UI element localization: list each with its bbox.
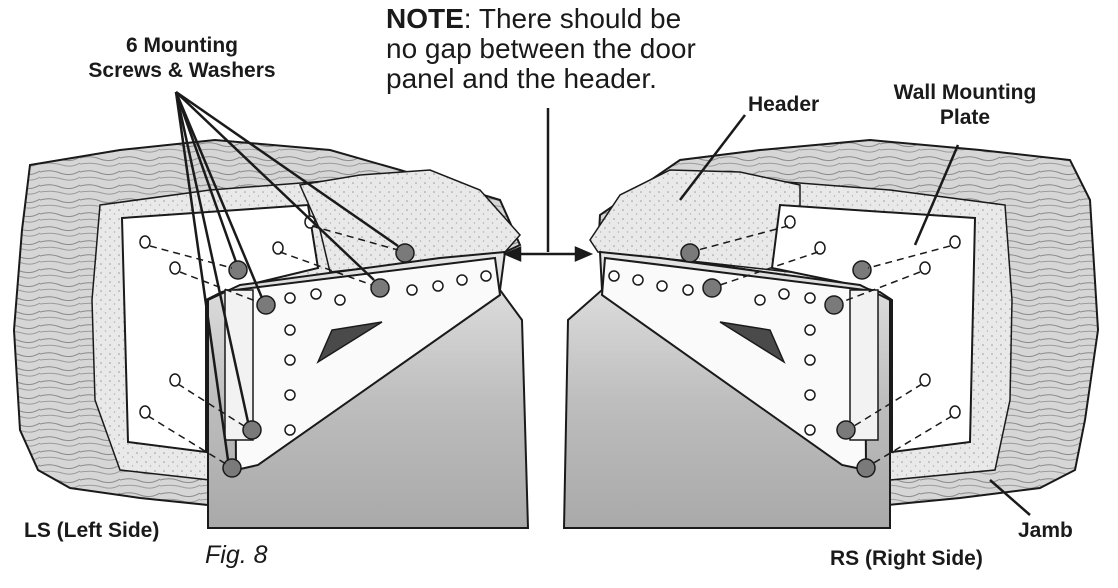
left-screws [222,243,415,478]
right-vertical-channel [849,289,879,441]
note-line-1-rest: : There should be [463,3,682,34]
jamb-leader [989,479,1031,516]
right-plate-holes [784,215,961,419]
note-text: NOTE: There should be no gap between the… [386,4,696,94]
figure-caption: Fig. 8 [205,541,268,569]
screws-label: 6 Mounting Screws & Washers [74,33,290,83]
note-line-3: panel and the header. [386,63,657,94]
header-leader [679,114,746,201]
note-line-2: no gap between the door [386,33,696,64]
left-plate-holes [139,215,316,419]
right-alignment-lines [697,225,953,465]
right-bracket-cutout [719,321,786,364]
left-side-label: LS (Left Side) [24,519,160,542]
right-side-assembly [562,138,1100,529]
label-leader-lines [679,114,1031,516]
left-side-assembly [12,90,530,529]
note-line-1: NOTE: There should be [386,4,696,34]
right-screws [680,243,876,478]
left-vertical-channel [224,289,254,441]
right-bracket-rivets [608,270,816,436]
note-keyword: NOTE [386,3,464,34]
header-label: Header [748,93,820,116]
wall-plate-leader [913,144,960,246]
wall-mounting-plate-label: Wall Mounting Plate [880,80,1050,130]
jamb-label: Jamb [1018,519,1073,542]
screws-label-line-2: Screws & Washers [88,59,276,82]
screws-label-line-1: 6 Mounting [126,34,238,57]
left-bracket-cutout [316,321,383,364]
wall-plate-label-line-1: Wall Mounting [893,81,1037,104]
right-side-label: RS (Right Side) [830,547,983,570]
no-gap-arrow [502,108,594,262]
left-header-concrete [298,169,522,273]
left-bracket-rivets [284,270,492,436]
screws-leader-lines [174,90,399,461]
wall-plate-label-line-2: Plate [939,106,991,129]
